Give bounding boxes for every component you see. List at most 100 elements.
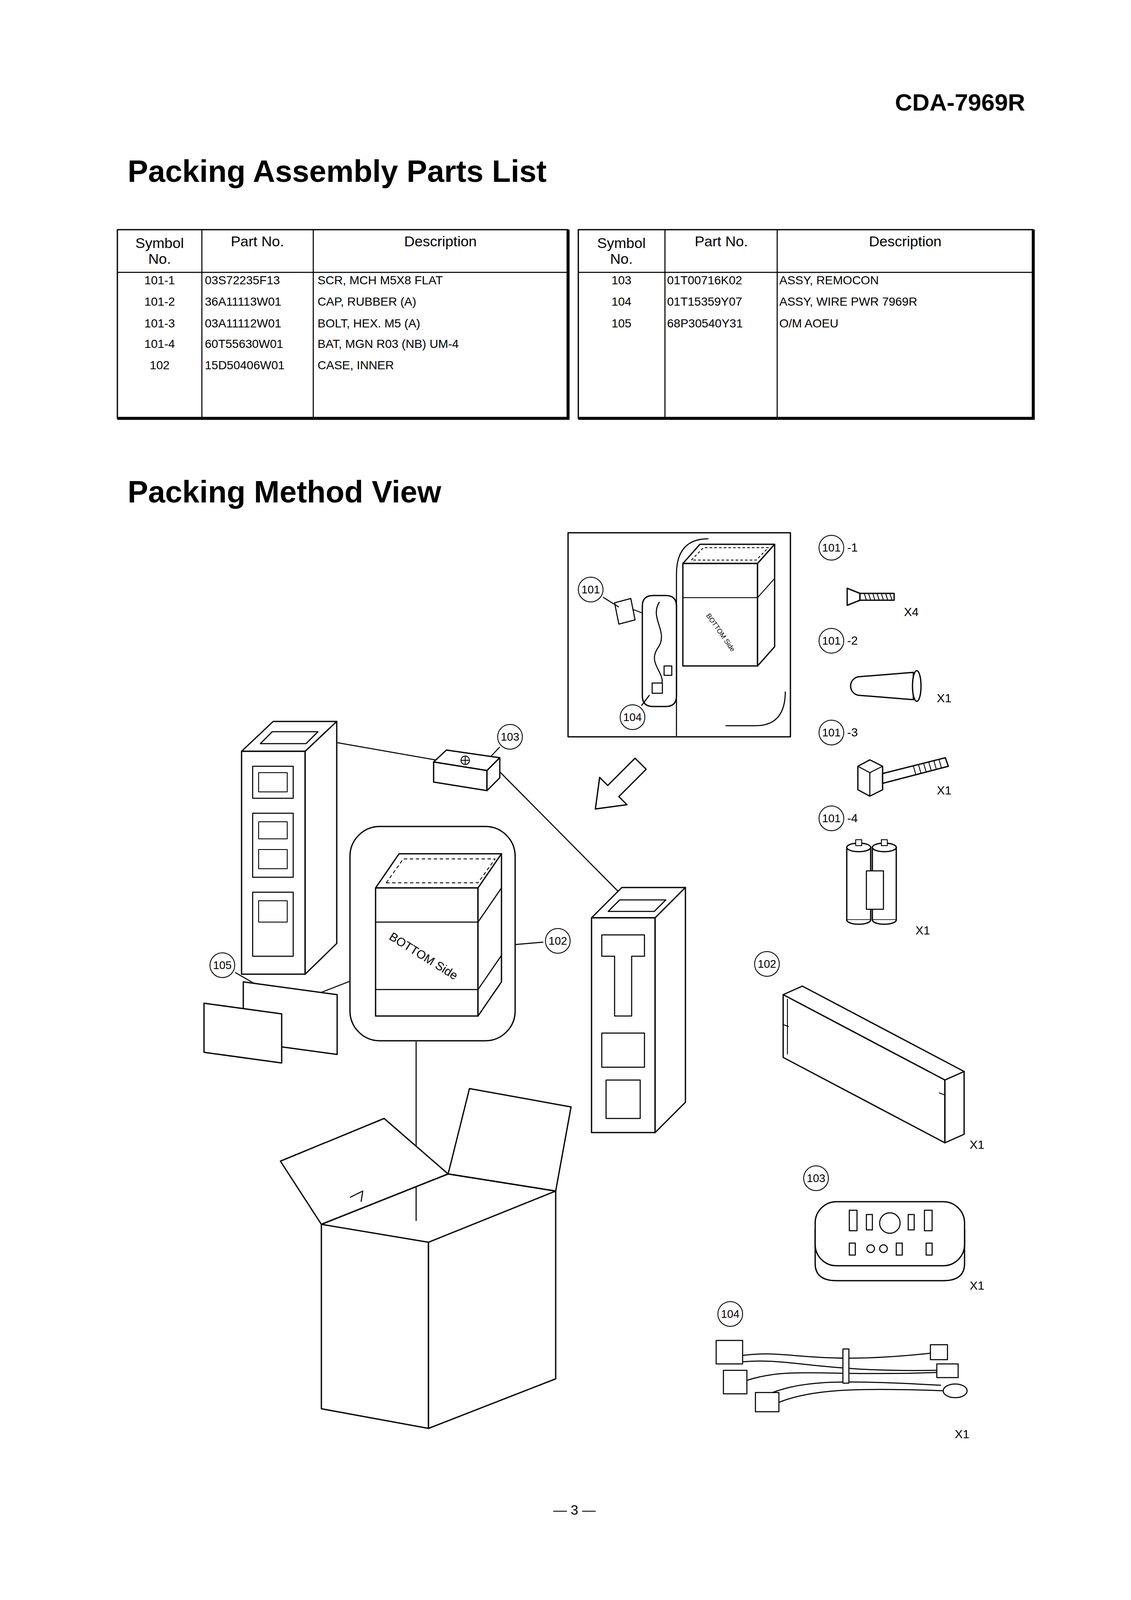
screw-part [877,593,880,601]
inner-case [478,887,502,922]
quantity-label: X1 [954,1427,970,1441]
wire-harness [755,1392,779,1412]
table-header: Description [404,233,477,250]
table-cell: 103 [611,273,632,288]
remote-control [849,1209,857,1231]
table-cell: O/M AOEU [779,316,839,331]
table-grid [117,271,569,274]
wire-harness [742,1352,931,1358]
inset-frame [725,691,786,726]
foam-end-cap [241,751,306,974]
foam-end-cap [591,917,656,1133]
item-suffix: -3 [847,725,858,740]
direction-arrow [595,757,647,809]
table-grid [201,229,203,419]
wire-bag [652,682,663,694]
table-header: Part No. [230,233,285,250]
rubber-cap [850,672,914,700]
foam-end-cap [305,721,337,974]
hex-bolt [913,759,942,775]
leader-line [641,694,650,706]
foam-end-cap [252,813,294,878]
hex-bolt [923,763,927,772]
table-cell: 105 [611,316,632,331]
inner-case [349,826,516,1041]
hex-bolt [928,761,932,771]
wire-bag [614,595,677,707]
table-cell: 60T55630W01 [204,337,284,351]
hex-bolt [938,759,942,768]
table-cell: 102 [149,358,170,373]
callout-circle: 102 [545,927,571,954]
foam-end-cap [252,766,294,799]
callout-number: 102 [548,934,567,948]
foam-end-cap [601,1032,645,1067]
hex-bolt [869,772,871,796]
wire-harness [778,1389,946,1403]
table-cell: BAT, MGN R03 (NB) UM-4 [317,337,459,351]
wire-bag [664,665,672,676]
wire-harness [716,1340,743,1364]
carton [349,1190,363,1202]
remote-control [433,761,487,791]
battery-pair [866,870,884,910]
inner-case [375,921,479,923]
callout-circle: 101 [818,719,845,746]
manual-sheet [204,1002,282,1063]
inner-case [691,547,769,560]
callout-circle: 105 [209,952,236,978]
callout-number: 104 [623,711,642,724]
table-cell: 03S72235F13 [204,273,280,288]
remote-control [908,1214,915,1230]
carton [280,1088,572,1429]
screw-part [864,593,892,601]
callout-number: 101 [822,541,841,554]
table-header: Symbol No. [123,235,196,268]
table-cell: 101-1 [144,273,175,288]
screw-part [868,593,871,601]
carton [280,1118,449,1225]
rubber-cap [912,670,922,702]
direction-arrow [595,757,647,809]
table-grid [578,229,1034,419]
table-header: Symbol No. [585,235,658,268]
foam-end-cap [260,731,318,744]
table-cell: SCR, MCH M5X8 FLAT [317,273,444,288]
callout-number: 101 [581,583,600,596]
foam-end-cap [606,1079,641,1119]
inner-case [375,887,479,1016]
item-suffix: -4 [847,811,858,825]
table-cell: 101-3 [144,316,175,331]
screw-part [859,593,895,601]
remote-control [879,1244,888,1253]
foam-end-cap [252,891,294,957]
wire-harness [943,1383,968,1398]
table-cell: 01T15359Y07 [667,294,743,309]
foam-end-cap [591,887,686,1133]
wire-harness [936,1363,959,1378]
inner-case [478,955,502,990]
inner-case [757,578,775,598]
remote-control [926,1242,933,1255]
table-grid [664,229,666,419]
case-sleeve [944,1071,965,1143]
screw-part [864,593,867,601]
wire-harness [716,1340,968,1412]
remote-control [464,755,466,765]
callout-circle: 101 [818,627,845,654]
case-sleeve [783,1024,789,1027]
table-cell: 15D50406W01 [204,358,285,373]
table-header: Description [868,233,942,250]
callout-circle: 103 [497,723,523,750]
table-grid [578,271,1034,274]
remote-control [486,757,500,791]
screw-part [889,593,892,601]
callout-number: 103 [806,1171,825,1185]
wire-harness [742,1360,937,1371]
remote-control [879,1212,901,1234]
wire-bag [642,595,677,707]
hex-bolt [913,765,916,775]
table-cell: CASE, INNER [317,358,394,373]
leader-line [235,597,650,1221]
